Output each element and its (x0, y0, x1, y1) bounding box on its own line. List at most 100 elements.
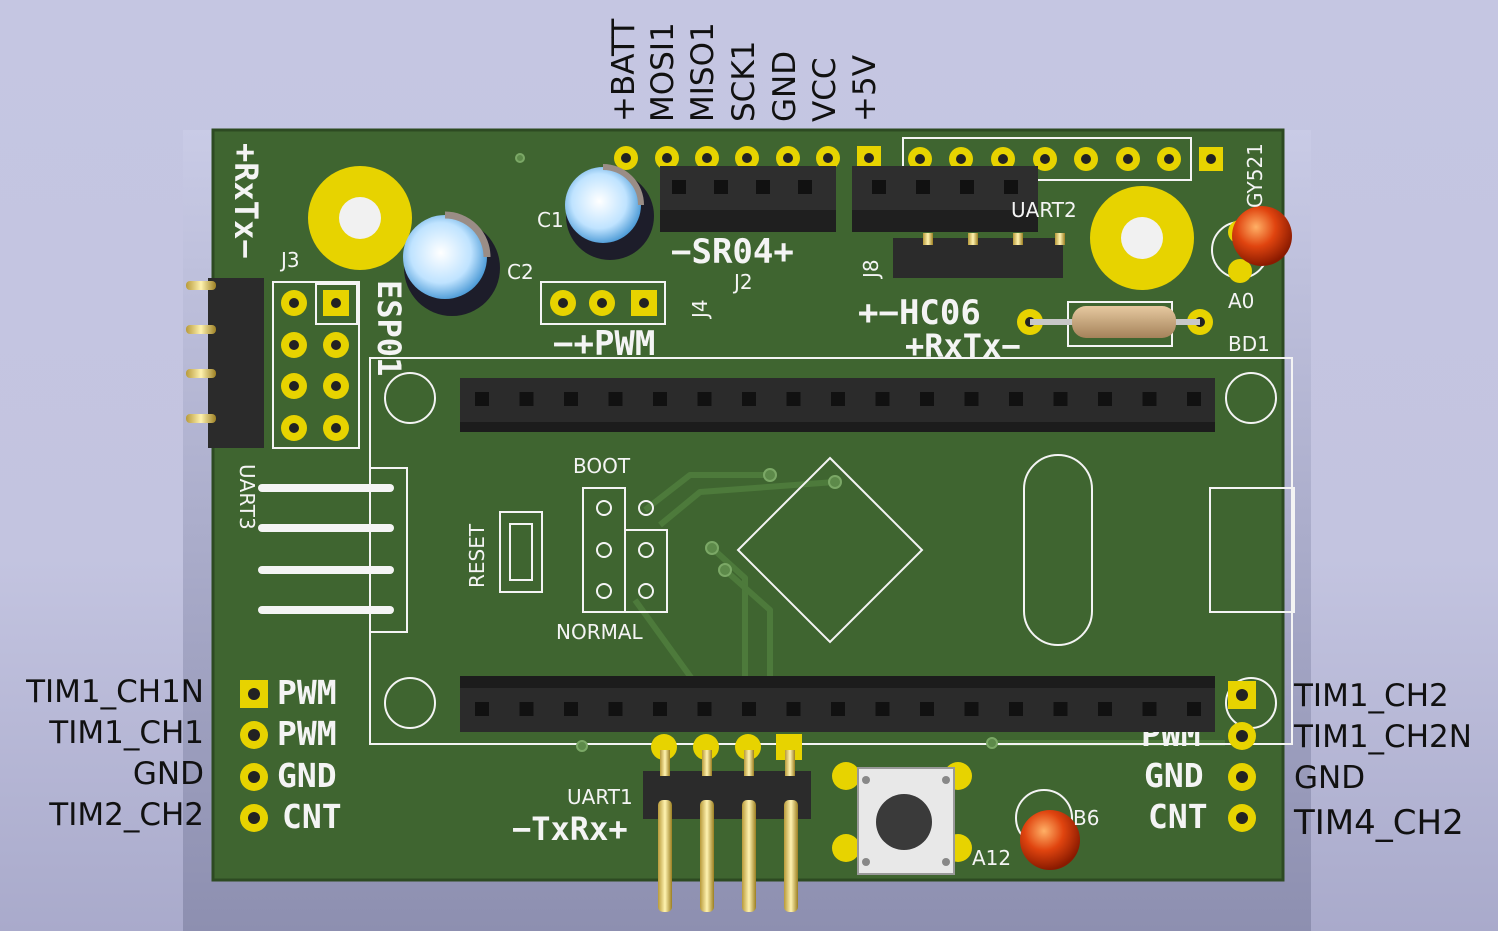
header-pin-hole (1187, 702, 1201, 716)
silk-uart3: UART3 (235, 464, 259, 530)
header-pin-hole (1009, 702, 1023, 716)
left-label-tim1-ch1: TIM1_CH1 (49, 715, 204, 751)
silk-pwm-header: −+PWM (553, 324, 656, 364)
uart3-connector (258, 467, 408, 633)
silk-reset: RESET (465, 523, 489, 588)
silk-c1: C1 (537, 208, 564, 232)
top-label-miso1: MISO1 (685, 22, 721, 122)
silk-right-pin-1: PWM (1141, 715, 1201, 754)
top-label-vcc: VCC (807, 57, 843, 123)
silk-txrx: −TxRx+ (512, 810, 628, 848)
header-pin-hole (875, 702, 890, 716)
silk-a0: A0 (1228, 289, 1255, 313)
gy521-pads (908, 147, 1223, 171)
silk-right-pin-2: GND (1144, 756, 1204, 795)
header-pin-hole (1053, 702, 1068, 716)
spi-header-pads (614, 146, 881, 170)
silk-esp01: ESP01 (370, 280, 408, 377)
silk-left-pin-1: PWM (277, 673, 337, 712)
header-pin-hole (1053, 392, 1068, 406)
header-pin-hole (920, 392, 934, 406)
right-label-tim1-ch2: TIM1_CH2 (1294, 678, 1449, 714)
right-label-tim1-ch2n: TIM1_CH2N (1294, 719, 1472, 755)
header-pin-hole (831, 702, 845, 716)
top-label-5v: +5V (847, 55, 883, 122)
silk-rxtx-hc06: +RxTx− (905, 327, 1021, 365)
header-pin-hole (608, 702, 623, 716)
top-label-gnd: GND (767, 50, 803, 122)
right-signal-pads (1228, 681, 1256, 832)
header-pin-hole (653, 702, 667, 716)
esp01-pads (281, 290, 349, 441)
silk-b6: B6 (1073, 806, 1100, 830)
silk-right-pin-3: CNT (1148, 797, 1208, 836)
led-b6 (1015, 789, 1080, 870)
led-a0 (1211, 206, 1292, 283)
capacitor-c2 (403, 211, 500, 316)
header-pin-hole (475, 702, 489, 716)
header-pin-hole (564, 392, 578, 406)
silk-a12: A12 (972, 846, 1012, 870)
header-pin-hole (608, 392, 623, 406)
header-pin-hole (742, 392, 756, 406)
j8-header (893, 233, 1065, 278)
silk-normal: NORMAL (556, 620, 643, 644)
silk-sr04: −SR04+ (671, 232, 794, 272)
header-pin-hole (653, 392, 667, 406)
uart2-header (852, 166, 1038, 232)
header-pin-hole (1098, 702, 1112, 716)
left-label-tim2-ch2: TIM2_CH2 (49, 797, 204, 833)
silk-j4: J4 (688, 299, 712, 318)
header-pin-hole (964, 702, 979, 716)
silk-j3: J3 (281, 248, 300, 272)
tactile-switch (832, 762, 972, 875)
mounting-hole-left (308, 166, 412, 270)
j4-pads (550, 290, 657, 316)
header-pin-hole (1098, 392, 1112, 406)
header-pin-hole (519, 702, 534, 716)
uart1-header (643, 734, 811, 912)
right-label-tim4-ch2: TIM4_CH2 (1294, 803, 1464, 843)
header-pin-hole (920, 702, 934, 716)
header-pin-hole (831, 392, 845, 406)
silk-left-pin-2: PWM (277, 714, 337, 753)
silk-left-pin-4: CNT (282, 797, 342, 836)
resistor (1017, 301, 1213, 347)
left-signal-pads (240, 680, 268, 832)
silk-j2: J2 (734, 270, 753, 294)
silk-uart1: UART1 (567, 785, 633, 809)
left-label-gnd: GND (132, 756, 204, 792)
header-pin-hole (875, 392, 890, 406)
top-label-batt: +BATT (606, 18, 642, 122)
header-pin-hole (964, 392, 979, 406)
right-label-gnd: GND (1294, 760, 1366, 796)
header-pin-hole (786, 392, 801, 406)
mounting-hole-right (1090, 186, 1194, 290)
header-pin-hole (697, 702, 712, 716)
silk-bd1: BD1 (1228, 332, 1270, 356)
capacitor-c1 (565, 164, 654, 260)
silk-uart2: UART2 (1011, 198, 1077, 222)
left-label-tim1-ch1n: TIM1_CH1N (26, 674, 204, 710)
top-label-mosi1: MOSI1 (645, 22, 681, 122)
header-pin-hole (475, 392, 489, 406)
silk-rxtx-vertical: +RxTx− (227, 143, 265, 259)
header-pin-hole (1142, 702, 1157, 716)
header-pin-hole (1142, 392, 1157, 406)
top-label-sck1: SCK1 (726, 40, 762, 122)
silk-c2: C2 (507, 260, 534, 284)
silk-gy521: GY521 (1243, 143, 1267, 208)
silk-left-pin-3: GND (277, 756, 337, 795)
header-pin-hole (742, 702, 756, 716)
silk-j8: J8 (859, 259, 883, 278)
boot-jumpers (582, 487, 668, 613)
silk-boot: BOOT (573, 454, 631, 478)
left-angled-header (186, 278, 264, 448)
header-pin-hole (697, 392, 712, 406)
header-pin-hole (1187, 392, 1201, 406)
sr04-header (660, 166, 836, 232)
header-pin-hole (519, 392, 534, 406)
header-pin-hole (1009, 392, 1023, 406)
header-pin-hole (786, 702, 801, 716)
